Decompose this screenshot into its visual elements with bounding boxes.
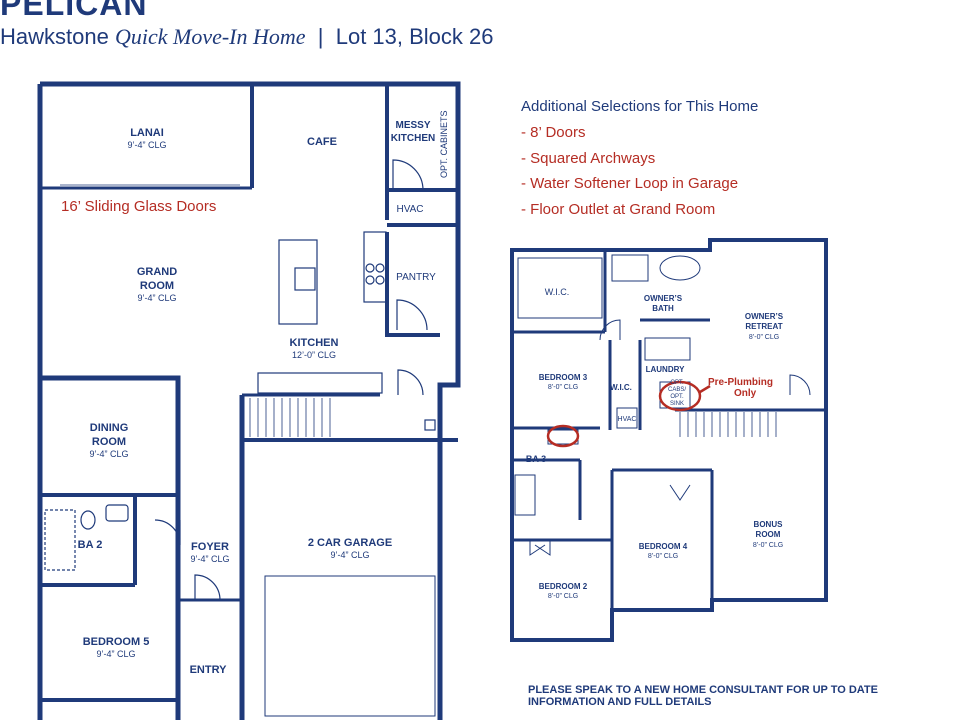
bonus-room-clg: 8’-0” CLG — [753, 542, 783, 549]
lanai-label: LANAI — [130, 127, 164, 139]
kitchen-label: KITCHEN — [290, 337, 339, 349]
pantry-label: PANTRY — [396, 272, 436, 283]
selection-item: - Water Softener Loop in Garage — [521, 175, 739, 192]
garage-label: 2 CAR GARAGE — [308, 537, 392, 549]
home-type: Quick Move-In Home — [114, 24, 306, 49]
kitchen-clg: 12’-0” CLG — [292, 350, 336, 360]
dining-clg: 9’-4” CLG — [89, 449, 128, 459]
pre-plumbing-note-1: Pre-Plumbing — [708, 377, 773, 388]
bonus-room-label-1: BONUS — [754, 520, 784, 529]
selections-list: - 8’ Doors - Squared Archways - Water So… — [521, 122, 738, 224]
grand-room-label-2: ROOM — [140, 280, 174, 292]
foyer-label: FOYER — [191, 541, 229, 553]
bonus-room-label-2: ROOM — [756, 530, 781, 539]
bedroom3-clg: 8’-0” CLG — [548, 384, 578, 391]
owners-bath-label-1: OWNER’S — [644, 294, 683, 303]
owners-retreat-label-2: RETREAT — [745, 322, 782, 331]
selection-item: - 8’ Doors — [521, 124, 586, 141]
disclaimer-line-1: PLEASE SPEAK TO A NEW HOME CONSULTANT FO… — [528, 684, 878, 696]
community-name: Hawkstone — [0, 24, 109, 49]
foyer-clg: 9’-4” CLG — [190, 554, 229, 564]
messy-kitchen-label-1: MESSY — [395, 120, 430, 131]
disclaimer: PLEASE SPEAK TO A NEW HOME CONSULTANT FO… — [528, 684, 948, 708]
bedroom2-label: BEDROOM 2 — [539, 582, 588, 591]
grand-room-label-1: GRAND — [137, 266, 177, 278]
opt-cabinets-label: OPT. CABINETS — [439, 110, 449, 178]
sliding-doors-note: 16’ Sliding Glass Doors — [61, 198, 216, 215]
laundry-label: LAUNDRY — [646, 365, 685, 374]
messy-kitchen-label-2: KITCHEN — [391, 133, 435, 144]
bedroom3-label: BEDROOM 3 — [539, 373, 588, 382]
plan-subtitle: Hawkstone Quick Move-In Home | Lot 13, B… — [0, 24, 494, 50]
owners-retreat-label-1: OWNER’S — [745, 312, 784, 321]
opt-cabs-line4: SINK — [670, 401, 684, 407]
entry-label: ENTRY — [190, 664, 228, 676]
opt-cabs-line2: CABS/ — [668, 387, 686, 393]
selection-item: - Squared Archways — [521, 149, 656, 167]
bedroom5-clg: 9’-4” CLG — [96, 649, 135, 659]
bedroom4-clg: 8’-0” CLG — [648, 553, 678, 560]
selections-title: Additional Selections for This Home — [521, 98, 759, 115]
pre-plumbing-note-2: Only — [734, 388, 757, 399]
hvac2-label: HVAC — [618, 416, 637, 423]
ba2-label: BA 2 — [78, 539, 103, 551]
selection-item: - Floor Outlet at Grand Room — [521, 200, 716, 218]
cafe-label: CAFE — [307, 136, 337, 148]
bedroom5-label: BEDROOM 5 — [83, 636, 150, 648]
grand-room-clg: 9’-4” CLG — [137, 293, 176, 303]
wic2-label: W.I.C. — [610, 383, 632, 392]
bedroom4-label: BEDROOM 4 — [639, 542, 688, 551]
plan-title: PELICAN — [0, 0, 148, 22]
lanai-clg: 9’-4” CLG — [127, 140, 166, 150]
ba3-label: BA 3 — [526, 454, 546, 464]
wic1-label: W.I.C. — [545, 287, 570, 297]
garage-clg: 9’-4” CLG — [330, 550, 369, 560]
bedroom2-clg: 8’-0” CLG — [548, 593, 578, 600]
dining-label-1: DINING — [90, 422, 129, 434]
title-separator: | — [317, 24, 324, 49]
opt-cabs-line3: OPT. — [670, 394, 684, 400]
lot-block: Lot 13, Block 26 — [335, 24, 494, 49]
owners-bath-label-2: BATH — [652, 304, 674, 313]
opt-cabs-line1: OPT. — [670, 380, 684, 386]
owners-retreat-clg: 8’-0” CLG — [749, 334, 779, 341]
disclaimer-line-2: INFORMATION AND FULL DETAILS — [528, 696, 712, 708]
hvac-label: HVAC — [396, 204, 423, 215]
dining-label-2: ROOM — [92, 436, 126, 448]
